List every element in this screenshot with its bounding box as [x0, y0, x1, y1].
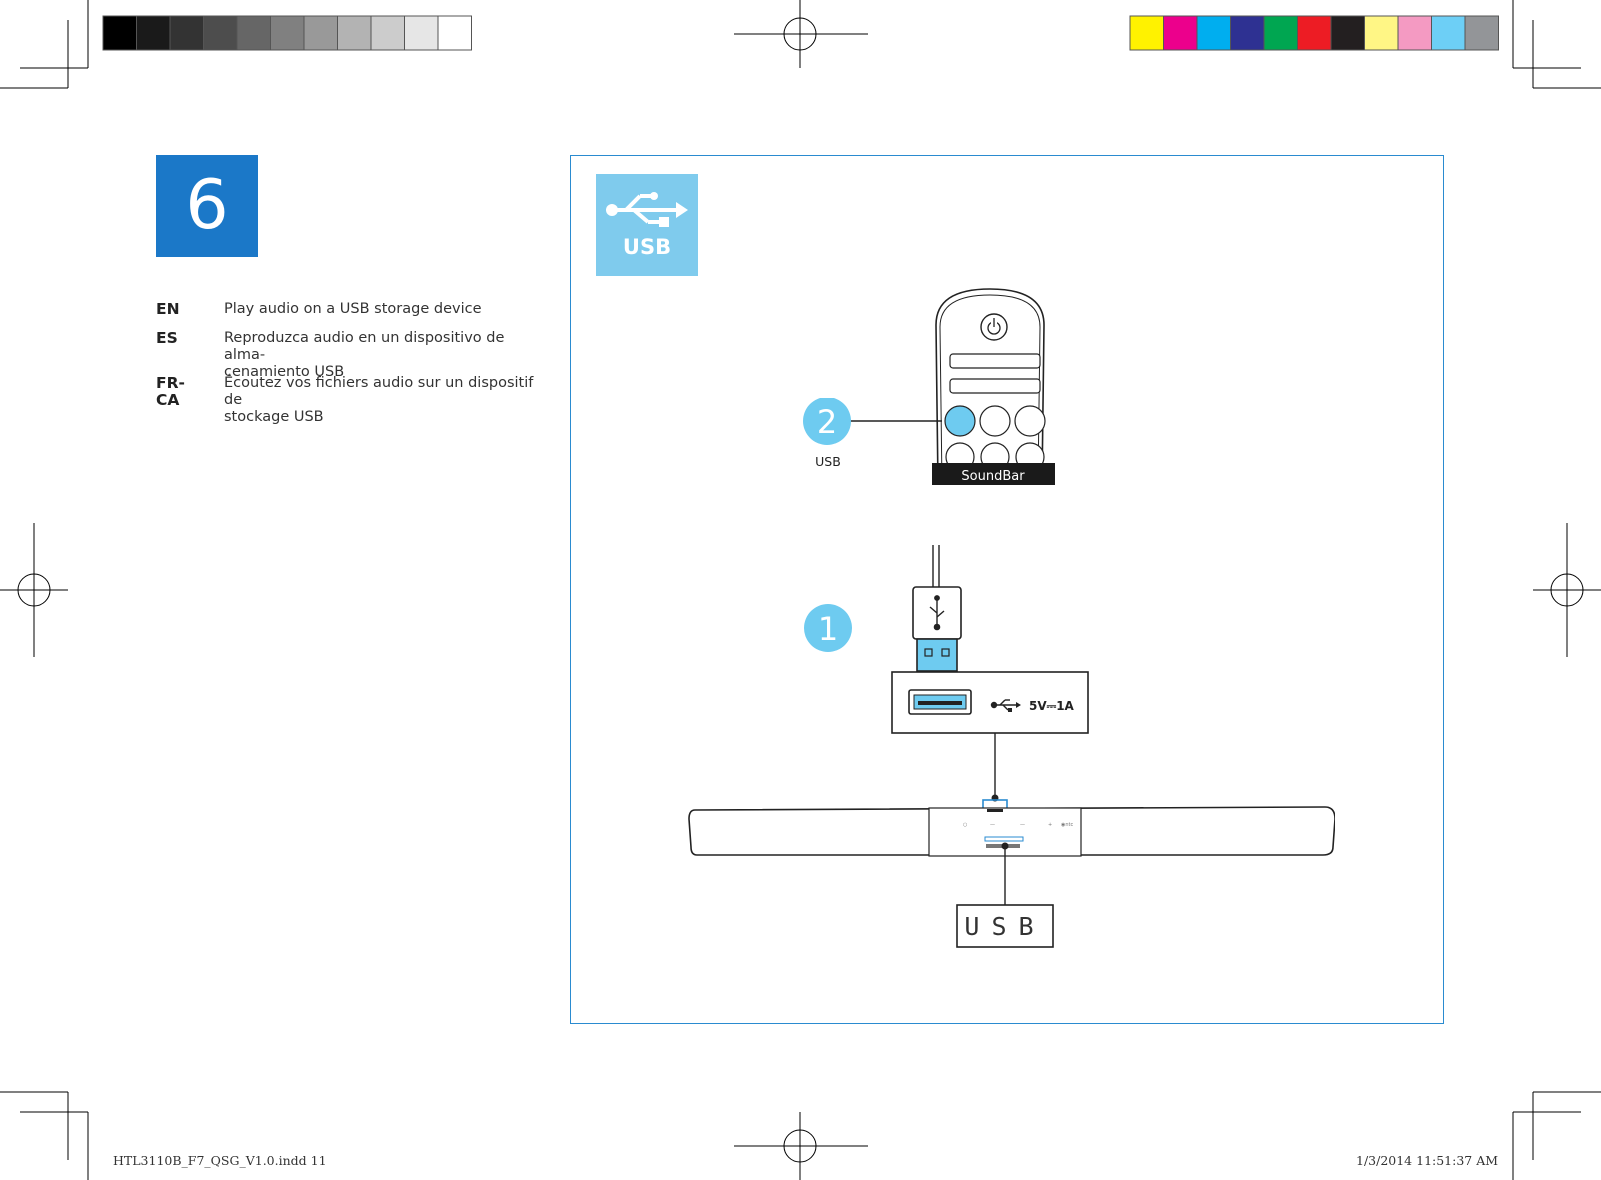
- usb-connection-diagram: 5V⎓1A ○ — — + ◉ntc USB: [688, 545, 1335, 948]
- color-swatch: [1364, 15, 1399, 51]
- crop-mark-bottom-left: [0, 1091, 89, 1180]
- gray-color-bar: [102, 15, 472, 51]
- svg-text:—: —: [990, 822, 995, 828]
- usb-plug-icon: [929, 595, 945, 631]
- callout-1-number: 1: [818, 610, 838, 648]
- registration-mark-right: [1533, 523, 1601, 657]
- color-swatch: [1297, 15, 1332, 51]
- display-readout: USB: [964, 912, 1045, 941]
- svg-text:○: ○: [963, 822, 967, 828]
- svg-text:◉ntc: ◉ntc: [1061, 822, 1073, 828]
- callout-2-number: 2: [817, 403, 837, 441]
- usb-trident-icon: [606, 192, 688, 227]
- gray-swatch: [169, 15, 204, 51]
- lang-code-fr-ca: FR-CA: [156, 374, 185, 409]
- instruction-text-es: Reproduzca audio en un dispositivo de al…: [224, 330, 505, 380]
- color-swatch: [1464, 15, 1499, 51]
- lang-code-es: ES: [156, 329, 178, 347]
- remote-usb-button: [944, 405, 976, 437]
- callout-1: 1: [804, 604, 852, 652]
- color-swatch: [1163, 15, 1198, 51]
- usb-source-tile: USB: [596, 174, 698, 276]
- color-swatch: [1263, 15, 1298, 51]
- remote-brand-label: SoundBar: [961, 469, 1025, 484]
- registration-mark-bottom: [734, 1112, 868, 1180]
- remote-bar-button-1: [949, 353, 1041, 369]
- usb-icon: [990, 699, 1021, 712]
- gray-swatch: [270, 15, 305, 51]
- color-swatch: [1196, 15, 1231, 51]
- process-color-bar: [1129, 15, 1499, 51]
- color-swatch: [1397, 15, 1432, 51]
- usb-port-panel: 5V⎓1A: [891, 671, 1089, 734]
- registration-mark-top: [734, 0, 868, 68]
- power-icon: [980, 313, 1008, 341]
- step-number-badge: 6: [156, 155, 258, 257]
- remote-control: SoundBar: [932, 288, 1055, 485]
- gray-swatch: [136, 15, 171, 51]
- soundbar: ○ — — + ◉ntc: [688, 806, 1335, 857]
- usb-port-rating: 5V⎓1A: [1029, 699, 1075, 713]
- footer-timestamp: 1/3/2014 11:51:37 AM: [1356, 1153, 1499, 1168]
- footer-file-slug: HTL3110B_F7_QSG_V1.0.indd 11: [113, 1153, 327, 1168]
- remote-button: [1014, 405, 1046, 437]
- gray-swatch: [370, 15, 405, 51]
- step-number: 6: [185, 166, 229, 245]
- gray-swatch: [337, 15, 372, 51]
- instruction-text-en: Play audio on a USB storage device: [224, 301, 482, 317]
- crop-mark-bottom-right: [1512, 1091, 1601, 1180]
- remote-brand-strip: [932, 463, 1055, 485]
- crop-mark-top-right: [1512, 0, 1601, 89]
- callout-2: 2 USB: [803, 398, 942, 469]
- svg-text:—: —: [1020, 822, 1025, 828]
- gray-swatch: [437, 15, 472, 51]
- gray-swatch: [303, 15, 338, 51]
- usb-tile-label: USB: [622, 235, 672, 259]
- gray-swatch: [236, 15, 271, 51]
- gray-swatch: [404, 15, 439, 51]
- illustration-panel: [570, 155, 1444, 1024]
- callout-2-caption: USB: [815, 454, 841, 469]
- color-swatch: [1330, 15, 1365, 51]
- lang-code-en: EN: [156, 300, 180, 318]
- color-swatch: [1129, 15, 1164, 51]
- gray-swatch: [203, 15, 238, 51]
- color-swatch: [1230, 15, 1265, 51]
- gray-swatch: [102, 15, 137, 51]
- crop-mark-top-left: [0, 0, 89, 89]
- remote-button: [979, 405, 1011, 437]
- instruction-text-fr-ca: Écoutez vos fichiers audio sur un dispos…: [224, 375, 534, 425]
- svg-text:+: +: [1048, 822, 1052, 828]
- registration-mark-left: [0, 523, 68, 657]
- color-swatch: [1431, 15, 1466, 51]
- soundbar-display: USB: [956, 904, 1054, 948]
- remote-bar-button-2: [949, 378, 1041, 394]
- usb-plug: [912, 586, 962, 672]
